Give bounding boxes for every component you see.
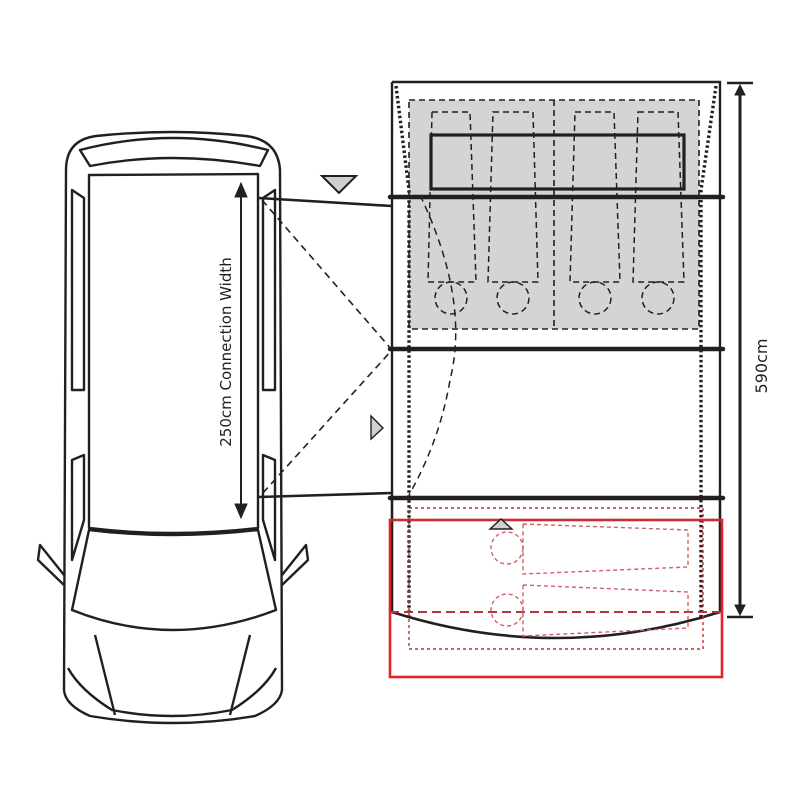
annexe-zone	[388, 507, 724, 679]
connection-width-label: 250cm Connection Width	[217, 257, 235, 446]
awning-outline	[387, 80, 726, 640]
length-label: 590cm	[752, 339, 771, 394]
bedroom-berths	[427, 111, 685, 315]
door-marker-side-icon	[370, 414, 385, 441]
connection-lines	[258, 196, 394, 499]
door-marker-top-icon	[319, 175, 359, 195]
door-marker-annexe-icon	[488, 518, 514, 530]
vehicle-outline	[36, 130, 310, 725]
annexe-berths	[490, 523, 689, 637]
inner-tent-panel	[429, 133, 686, 191]
connection-width-dimension	[234, 181, 248, 520]
length-dimension	[727, 81, 753, 619]
